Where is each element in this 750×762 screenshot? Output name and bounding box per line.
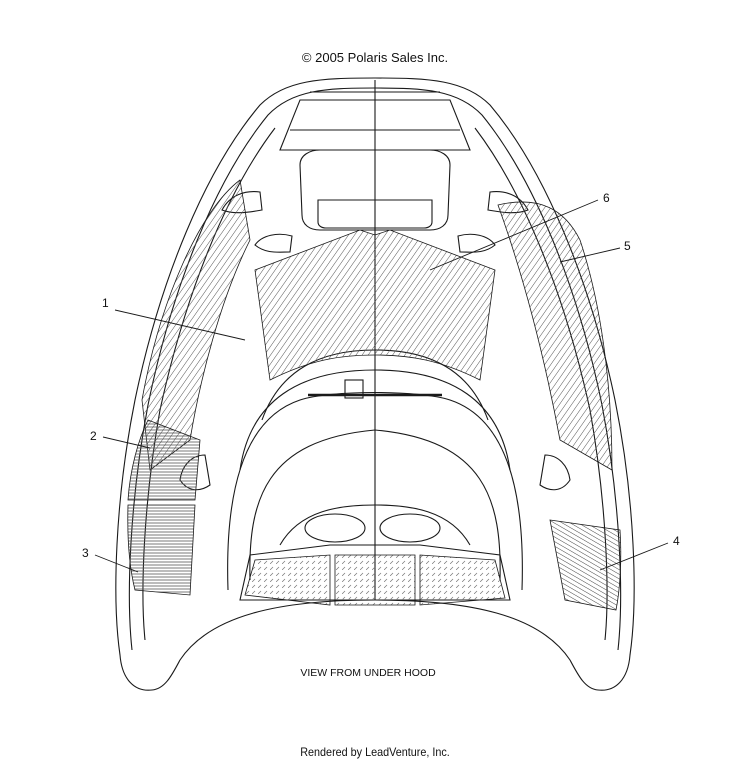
leader-line-2 bbox=[102, 436, 151, 449]
leader-line-4 bbox=[599, 542, 669, 571]
decal-right-lower bbox=[549, 519, 622, 611]
floor-panel-left bbox=[244, 554, 331, 606]
leader-line-6 bbox=[429, 199, 599, 271]
decal-left-side bbox=[141, 179, 251, 471]
callout-1: 1 bbox=[102, 296, 109, 310]
leader-line-1 bbox=[114, 309, 246, 341]
callout-4: 4 bbox=[673, 534, 680, 548]
decal-right-side bbox=[497, 201, 613, 471]
floor-panel-right bbox=[419, 554, 506, 606]
view-caption: VIEW FROM UNDER HOOD bbox=[300, 667, 436, 679]
copyright-text: © 2005 Polaris Sales Inc. bbox=[301, 50, 449, 65]
callout-5: 5 bbox=[624, 239, 631, 253]
rendered-by-footer: Rendered by LeadVenture, Inc. bbox=[300, 745, 450, 759]
callout-6: 6 bbox=[603, 191, 610, 205]
decal-left-lower bbox=[127, 419, 201, 501]
leader-line-3 bbox=[94, 554, 139, 573]
hood-outer-shell bbox=[115, 77, 635, 691]
callout-3: 3 bbox=[82, 546, 89, 560]
leader-line-5 bbox=[559, 247, 621, 263]
callout-2: 2 bbox=[90, 429, 97, 443]
top-vent bbox=[299, 149, 451, 231]
decal-left-bottom bbox=[127, 504, 196, 596]
floor-panel-center bbox=[334, 554, 416, 606]
